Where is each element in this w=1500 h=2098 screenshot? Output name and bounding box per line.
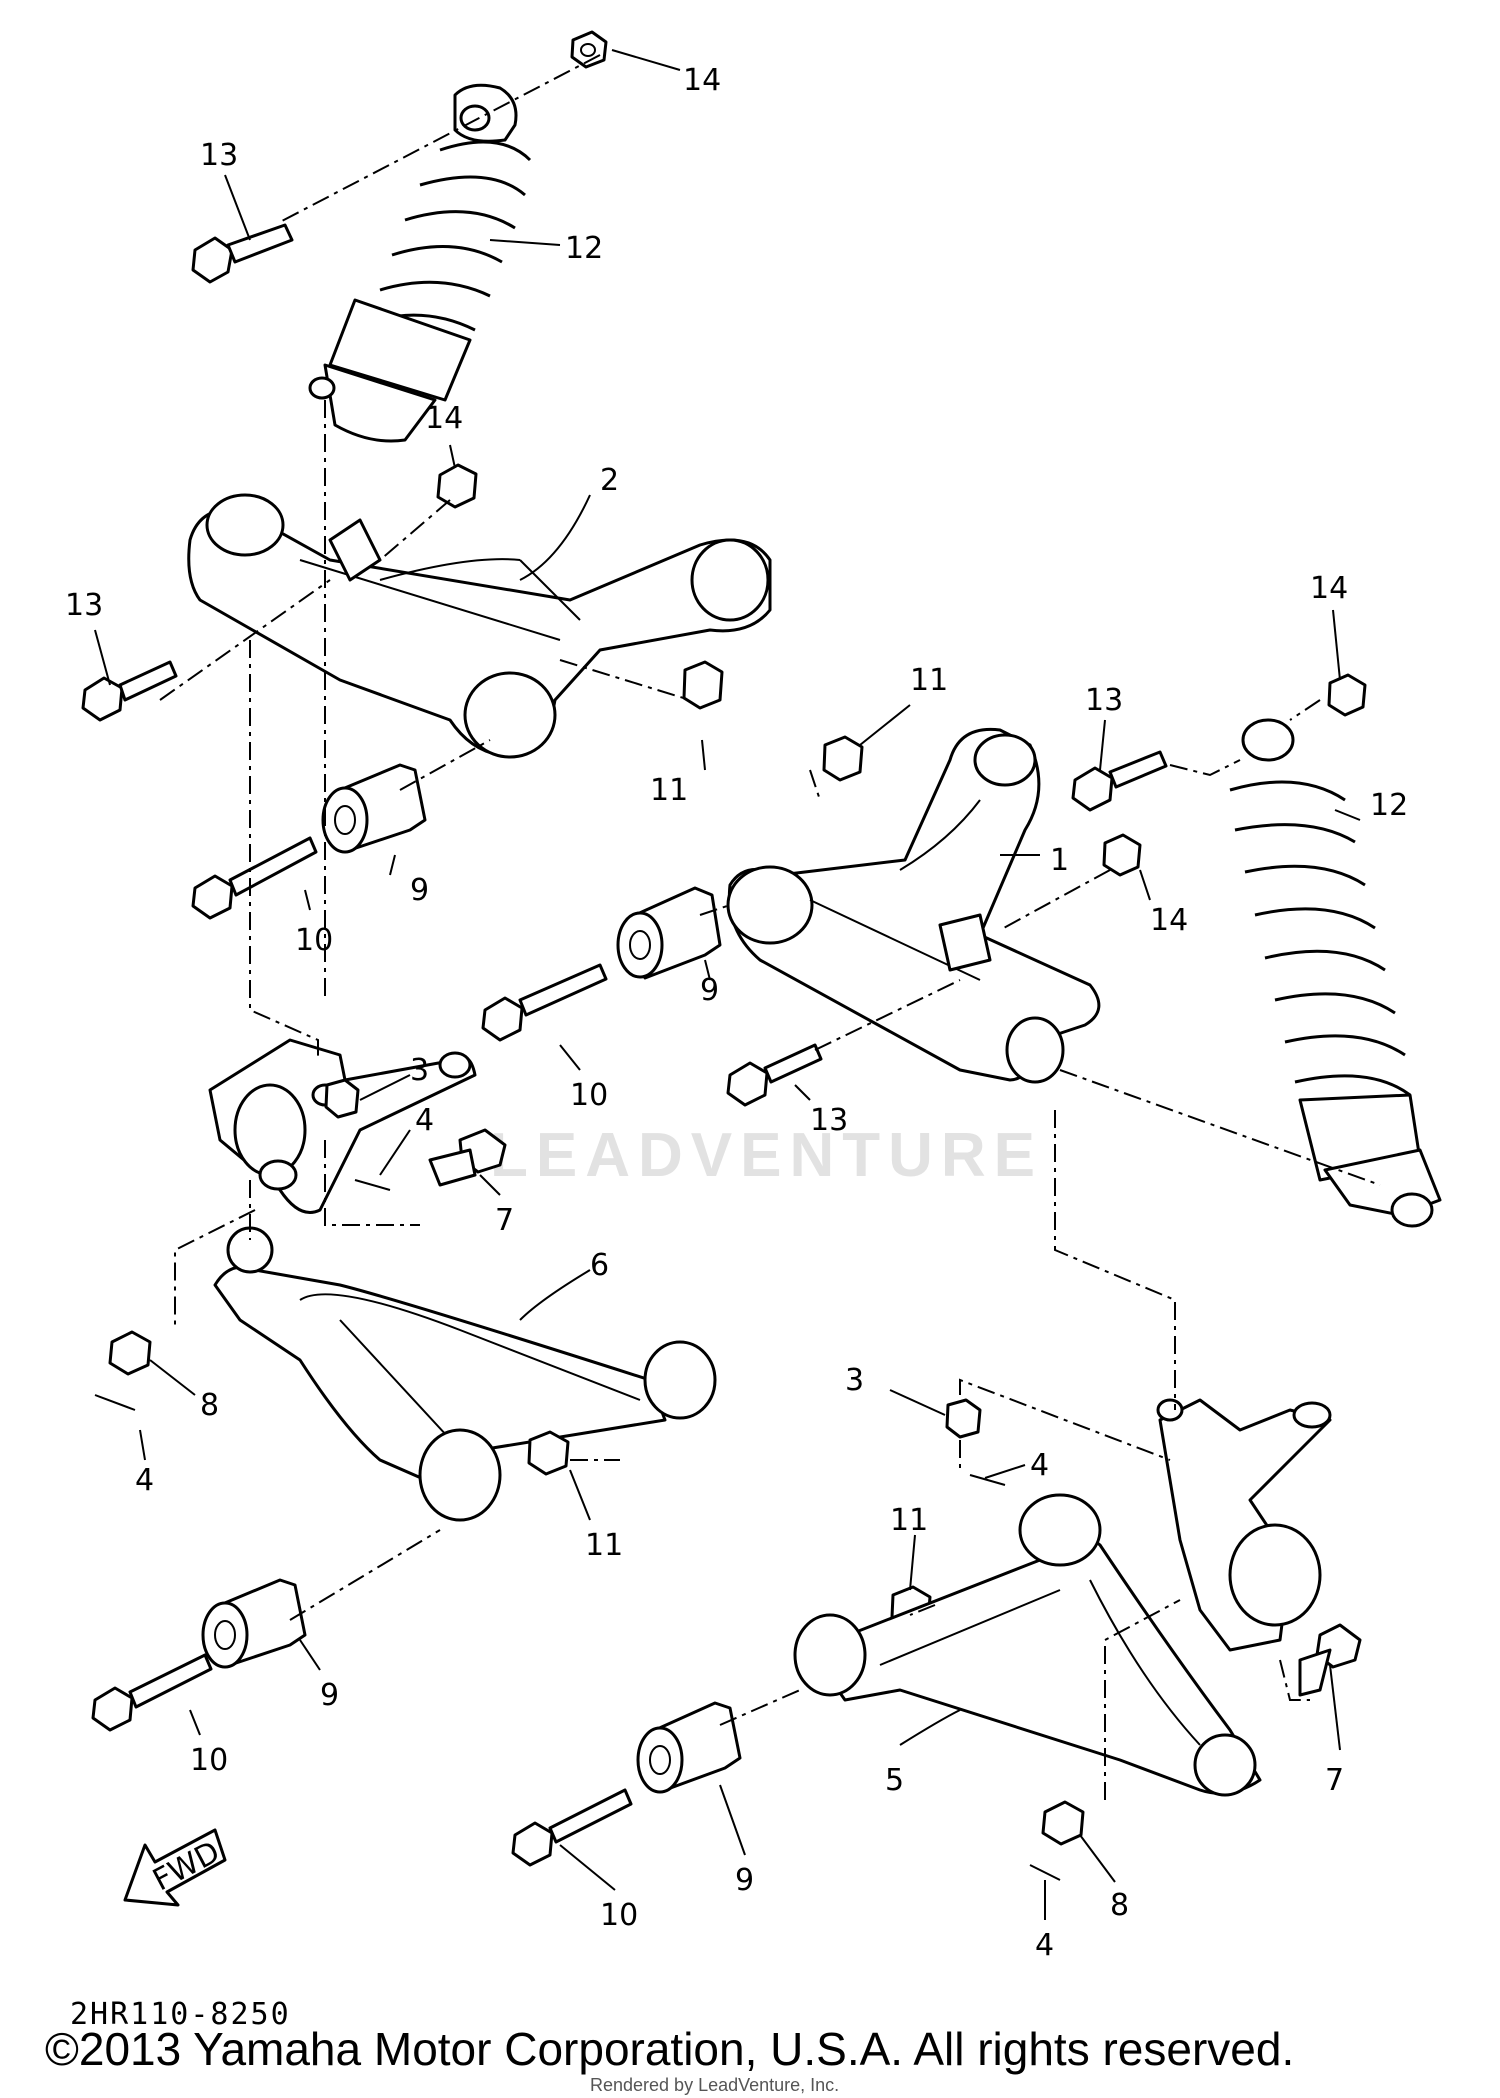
bolt-10-a[interactable]	[191, 836, 318, 920]
cotter-pin-4-left-lower[interactable]	[94, 1394, 136, 1411]
upper-arm-left-2[interactable]	[187, 493, 772, 759]
callout-13: 13	[810, 1103, 848, 1138]
callout-10: 10	[295, 923, 333, 958]
callout-12: 12	[1370, 788, 1408, 823]
bolt-7-right[interactable]	[1298, 1623, 1362, 1697]
lower-arm-right-5[interactable]	[793, 1493, 1262, 1797]
flange-bolt-13-left[interactable]	[81, 660, 178, 722]
callout-2: 2	[600, 463, 619, 498]
bushing-9-a[interactable]	[321, 763, 427, 854]
callout-11: 11	[910, 663, 948, 698]
callout-11: 11	[890, 1503, 928, 1538]
copyright-notice: ©2013 Yamaha Motor Corporation, U.S.A. A…	[45, 2023, 1295, 2075]
bolt-10-c[interactable]	[91, 1653, 213, 1732]
callout-1: 1	[1050, 843, 1069, 878]
callout-12: 12	[565, 231, 603, 266]
callout-10: 10	[600, 1898, 638, 1933]
callout-14: 14	[1150, 903, 1188, 938]
callout-4: 4	[135, 1463, 154, 1498]
callout-9: 9	[410, 873, 429, 908]
flange-nut-8-left[interactable]	[108, 1330, 152, 1376]
callout-8: 8	[1110, 1888, 1129, 1923]
callout-7: 7	[1325, 1763, 1344, 1798]
flange-bolt-13-shock-right[interactable]	[1071, 750, 1168, 812]
shock-absorber-left[interactable]	[308, 83, 532, 443]
bolt-10-d[interactable]	[511, 1788, 633, 1867]
callout-14: 14	[683, 63, 721, 98]
callout-9: 9	[735, 1863, 754, 1898]
flange-nut-14-right-mid[interactable]	[1102, 833, 1142, 877]
flange-nut-14-top[interactable]	[570, 30, 608, 69]
callout-7: 7	[495, 1203, 514, 1238]
callout-3: 3	[845, 1363, 864, 1398]
steering-knuckle-right[interactable]	[1156, 1398, 1332, 1652]
cotter-pin-4-right-upper[interactable]	[969, 1474, 1006, 1486]
flange-nut-14-upper-arm[interactable]	[436, 463, 478, 509]
callout-3: 3	[410, 1053, 429, 1088]
callout-11: 11	[650, 773, 688, 808]
callout-4: 4	[415, 1103, 434, 1138]
callout-leaders	[94, 49, 1361, 1920]
callout-10: 10	[190, 1743, 228, 1778]
flange-nut-11-lower-left[interactable]	[527, 1430, 570, 1476]
bushing-9-d[interactable]	[636, 1701, 742, 1794]
watermark-brand: LEADVENTURE	[490, 1121, 1044, 1190]
callout-11: 11	[585, 1528, 623, 1563]
flange-bolt-13-top[interactable]	[191, 223, 294, 284]
shock-absorber-right[interactable]	[1229, 718, 1442, 1228]
callout-9: 9	[320, 1678, 339, 1713]
callout-5: 5	[885, 1763, 904, 1798]
steering-knuckle-left[interactable]	[208, 1038, 477, 1214]
forward-direction-arrow: FWD	[123, 1828, 227, 1907]
callout-13: 13	[65, 588, 103, 623]
assembly-lines	[159, 54, 1381, 1800]
callout-13: 13	[200, 138, 238, 173]
bushing-9-b[interactable]	[616, 886, 722, 980]
bolt-7-left[interactable]	[428, 1128, 507, 1187]
lower-arm-left-6[interactable]	[213, 1226, 717, 1522]
render-watermark: Rendered by LeadVenture, Inc.	[590, 2075, 840, 2095]
bushing-9-c[interactable]	[201, 1578, 307, 1669]
cotter-pin-4-left-upper[interactable]	[354, 1179, 391, 1191]
callout-9: 9	[700, 973, 719, 1008]
flange-nut-11-upper-arm[interactable]	[682, 660, 724, 710]
callout-4: 4	[1030, 1448, 1049, 1483]
flange-nut-11-right[interactable]	[822, 735, 864, 782]
callout-6: 6	[590, 1248, 609, 1283]
callout-13: 13	[1085, 683, 1123, 718]
flange-bolt-13-right[interactable]	[726, 1043, 823, 1107]
upper-arm-right-1[interactable]	[726, 727, 1101, 1084]
callout-10: 10	[570, 1078, 608, 1113]
bolt-10-b[interactable]	[481, 963, 608, 1042]
flange-nut-8-right[interactable]	[1041, 1800, 1085, 1846]
nut-3-left[interactable]	[324, 1078, 360, 1119]
diagram-code: 2HR110-8250	[70, 1997, 291, 2032]
callout-14: 14	[425, 401, 463, 436]
cotter-pin-4-right-lower[interactable]	[1029, 1864, 1061, 1881]
callout-14: 14	[1310, 571, 1348, 606]
nut-3-right[interactable]	[945, 1398, 982, 1439]
flange-nut-14-right-top[interactable]	[1327, 673, 1367, 717]
callout-4: 4	[1035, 1928, 1054, 1963]
callout-8: 8	[200, 1388, 219, 1423]
callout-numbers: 14 13 12 14 2 13 11 9 10 11 13 14 12 1 1…	[65, 63, 1408, 1963]
